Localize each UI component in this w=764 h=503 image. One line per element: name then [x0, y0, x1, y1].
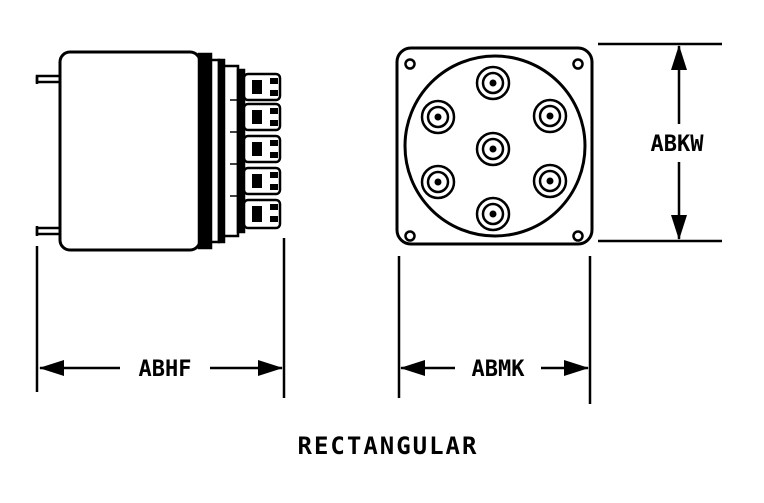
switch-body: [58, 50, 202, 252]
arrowhead-right: [564, 360, 589, 376]
mounting-holes: [404, 58, 584, 242]
connector-upper-right: [532, 98, 568, 134]
connector-bottom: [475, 196, 511, 232]
mounting-hole: [572, 58, 584, 70]
connector-center: [475, 131, 511, 167]
connector-upper-left: [420, 99, 456, 135]
mounting-pin-bottom: [35, 226, 63, 236]
connector-stack: [222, 64, 282, 238]
dimension-face-width: ABMK: [400, 357, 589, 382]
connector-lower-left: [420, 164, 456, 200]
connector-face-circle: [403, 54, 587, 238]
dimension-face-height: ABKW: [651, 45, 705, 240]
mounting-hole: [572, 230, 584, 242]
connectors: [420, 65, 568, 232]
mounting-flange: [197, 52, 213, 250]
arrowhead-down: [671, 215, 687, 240]
mounting-hole: [404, 230, 416, 242]
dimension-side-width: ABHF: [39, 357, 283, 382]
dimension-label-abmk: ABMK: [472, 357, 526, 382]
arrowhead-right: [258, 360, 283, 376]
front-view: [395, 42, 722, 404]
arrowhead-left: [400, 360, 425, 376]
drawing-caption: RECTANGULAR: [298, 432, 479, 460]
arrowhead-up: [671, 45, 687, 70]
connector-lower-right: [532, 163, 568, 199]
dimension-label-abhf: ABHF: [139, 357, 192, 382]
connector-top: [475, 65, 511, 101]
side-view: [35, 50, 286, 398]
arrowhead-left: [39, 360, 64, 376]
mounting-pin-top: [35, 74, 63, 84]
mounting-hole: [404, 58, 416, 70]
dimension-label-abkw: ABKW: [651, 132, 705, 157]
